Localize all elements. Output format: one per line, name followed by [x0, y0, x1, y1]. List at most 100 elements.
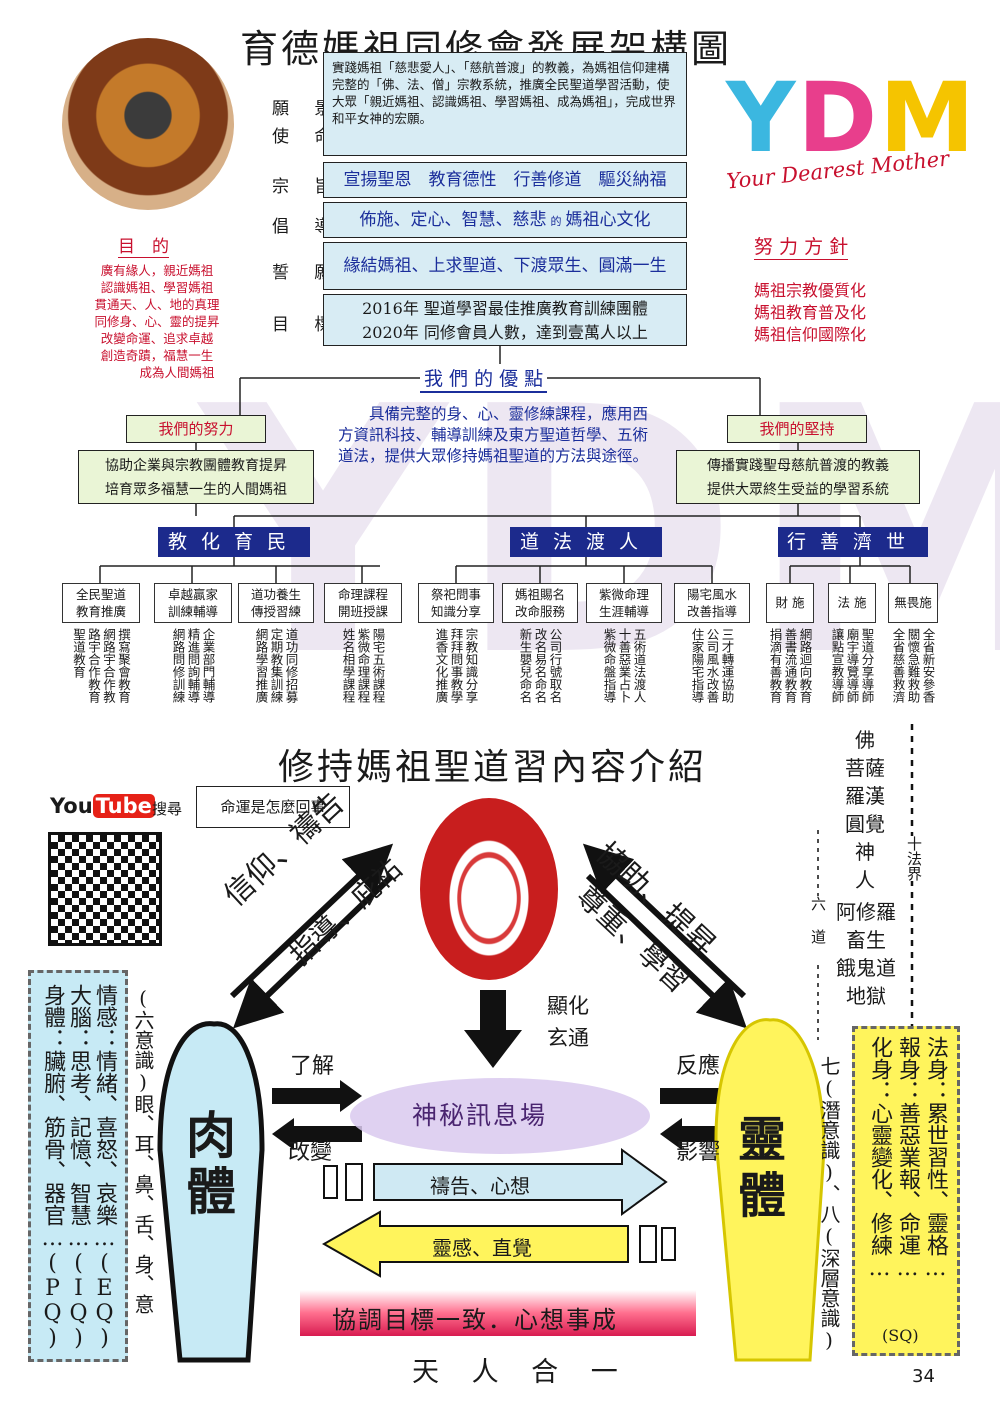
program-title-line: 傳授習練	[250, 604, 301, 619]
program-title-line: 陽宅風水	[686, 587, 737, 602]
persist-line-2: 提供大眾終生受益的學習系統	[707, 482, 889, 498]
page-number: 34	[912, 1366, 935, 1387]
program-title-box: 媽祖賜名改命服務	[502, 583, 578, 623]
program-title-box: 祭祀問事知識分享	[418, 583, 494, 623]
pillar-charity: 行善濟世	[778, 527, 928, 557]
spirit-char-1: 靈	[738, 1112, 787, 1168]
program-detail-column: 聖道分享導師	[859, 628, 875, 703]
program-detail-column: 姓名相學課程	[340, 628, 356, 703]
program-title-line: 生涯輔導	[598, 604, 649, 619]
persist-heading-box: 我們的堅持	[727, 415, 867, 443]
persist-line-1: 傳播實踐聖母慈航普渡的教義	[707, 458, 889, 474]
advocate-text-a: 佈施、定心、智慧、慈悲	[359, 210, 547, 230]
mazu-seal	[420, 798, 558, 980]
program-title-box: 法 施	[828, 583, 876, 623]
program-title-line: 法 施	[837, 595, 867, 610]
program-title-box: 全民聖道教育推廣	[62, 583, 140, 623]
spirit-col-1: 法身：累世習性、靈格…	[923, 1036, 948, 1281]
purpose-heading: 目 的	[118, 232, 169, 258]
program-title-line: 全民聖道	[75, 587, 126, 602]
program-detail-column: 定期教集訓練	[268, 628, 284, 703]
purpose-line: 改變命運、追求卓越	[100, 331, 214, 346]
program-detail-column: 關懷急難救助	[905, 628, 921, 703]
purpose-list: 廣有緣人，親近媽祖 認識媽祖、學習媽祖 貫通天、人、地的真理 同修身、心、靈的提…	[62, 262, 252, 381]
policy-line: 媽祖宗教優質化	[754, 281, 867, 300]
effort-line-1: 協助企業與宗教團體教育提昇	[105, 458, 287, 474]
advantage-text: 具備完整的身、心、靈修練課程，應用西方資訊科技、輔導訓練及東方聖道哲學、五術道法…	[338, 405, 649, 465]
realm-item: 菩薩	[845, 756, 885, 780]
spirit-char-2: 體	[738, 1168, 787, 1224]
program-title-line: 開班授課	[337, 604, 388, 619]
vow-box: 緣結媽祖、上求聖道、下渡眾生、圓滿一生	[323, 242, 687, 290]
purpose-line: 同修身、心、靈的提昇	[94, 314, 220, 329]
search-text: 命運是怎麼回事	[220, 798, 326, 816]
effort-heading: 我們的努力	[158, 420, 234, 438]
goal-box: 2016年 聖道學習最佳推廣教育訓練團體 2020年 同修會員人數，達到壹萬人以…	[323, 294, 687, 346]
unity-label: 天 人 合 一	[412, 1357, 630, 1388]
program-detail-column: 聖道教育	[71, 628, 86, 678]
program-title-box: 財 施	[766, 583, 814, 623]
program-detail-column: 企業部門輔導	[200, 628, 216, 703]
advocate-text-b: 的	[550, 215, 562, 228]
youtube-logo-a: You	[50, 794, 93, 818]
program-detail-column: 全省新安參香	[920, 628, 936, 703]
pillar-education: 教化育民	[158, 527, 310, 557]
purpose-line: 創造奇蹟，福慧一生	[100, 348, 214, 363]
mission-label: 使 命	[272, 127, 342, 147]
program-title-box: 卓越贏家訓練輔導	[154, 583, 232, 623]
qr-code-icon[interactable]	[48, 832, 162, 946]
advocate-label: 倡 導	[272, 217, 342, 237]
prayer-label: 禱告、心想	[430, 1174, 530, 1198]
pillar-label: 教化育民	[167, 531, 300, 553]
effort-line-2: 培育眾多福慧一生的人間媽祖	[105, 482, 287, 498]
program-title-box: 道功養生傳授習練	[238, 583, 314, 623]
program-detail-column: 網路學習推廣	[253, 628, 269, 703]
program-title-box: 無畏施	[888, 583, 938, 623]
vision-box: 實踐媽祖「慈悲愛人」、「慈航普渡」的教義，為媽祖信仰建構完整的「佛、法、僧」宗教…	[323, 52, 687, 156]
harmony-label: 協調目標一致．心想事成	[332, 1306, 618, 1334]
realm-item: 阿修羅	[836, 900, 896, 924]
policy-heading: 努 力 方 針	[754, 232, 849, 260]
ten-realms-label: 十法界	[905, 836, 923, 881]
change-label: 改變	[288, 1140, 333, 1165]
program-detail-column: 路宇合作教育	[86, 628, 101, 703]
program-detail-column: 全省慈善救濟	[890, 628, 906, 703]
program-detail-column: 精進問詢輔導	[185, 628, 201, 703]
persist-heading: 我們的堅持	[759, 420, 835, 438]
program-detail-column: 紫微命盤指導	[601, 628, 617, 703]
program-detail-column: 三才轉運協助	[719, 628, 735, 703]
program-detail-column: 宗教知識分享	[463, 628, 479, 703]
vision-text: 實踐媽祖「慈悲愛人」、「慈航普渡」的教義，為媽祖信仰建構完整的「佛、法、僧」宗教…	[332, 60, 676, 126]
program-detail-column: 讓點宣教導師	[829, 628, 845, 703]
realms-upper: 佛 菩薩 羅漢 圓覺 神 人	[832, 726, 898, 894]
program-title-box: 紫微命理生涯輔導	[586, 583, 662, 623]
search-box[interactable]: 命運是怎麼回事	[196, 786, 350, 828]
program-title-line: 教育推廣	[75, 604, 126, 619]
program-detail-column: 拜拜問事教學	[448, 628, 464, 703]
realm-item: 羅漢	[845, 784, 885, 808]
policy-list: 媽祖宗教優質化 媽祖教育普及化 媽祖信仰國際化	[754, 280, 866, 346]
policy-line: 媽祖信仰國際化	[754, 325, 867, 344]
program-detail-column: 紫微命理課程	[355, 628, 371, 703]
goal-line-1: 2016年 聖道學習最佳推廣教育訓練團體	[362, 299, 648, 318]
tenet-text: 宣揚聖恩 教育德性 行善修道 驅災納福	[343, 170, 667, 190]
purpose-line: 成為人間媽祖	[139, 365, 215, 380]
persist-box: 傳播實踐聖母慈航普渡的教義 提供大眾終生受益的學習系統	[676, 450, 920, 504]
spirit-info-box	[852, 1026, 960, 1356]
advocate-box: 佈施、定心、智慧、慈悲的媽祖心文化	[323, 202, 687, 238]
program-title-line: 訓練輔導	[167, 604, 218, 619]
spirit-col-2: 報身：善惡業報、命運…	[895, 1036, 920, 1281]
program-detail-column: 進香文化推廣	[433, 628, 449, 703]
pillar-label: 道法渡人	[519, 531, 652, 553]
realm-item: 人	[855, 868, 875, 892]
spirit-sq: (SQ)	[882, 1326, 919, 1345]
program-title-line: 道功養生	[250, 587, 301, 602]
program-title-box: 命理課程開班授課	[324, 583, 402, 623]
program-detail-column: 道功同修招募	[283, 628, 299, 703]
vision-label: 願 景	[272, 99, 342, 119]
realms-lower: 阿修羅 畜生 餓鬼道 地獄	[826, 898, 906, 1010]
react-label: 反應	[676, 1054, 721, 1079]
manifest-label: 顯化玄通	[547, 994, 589, 1050]
